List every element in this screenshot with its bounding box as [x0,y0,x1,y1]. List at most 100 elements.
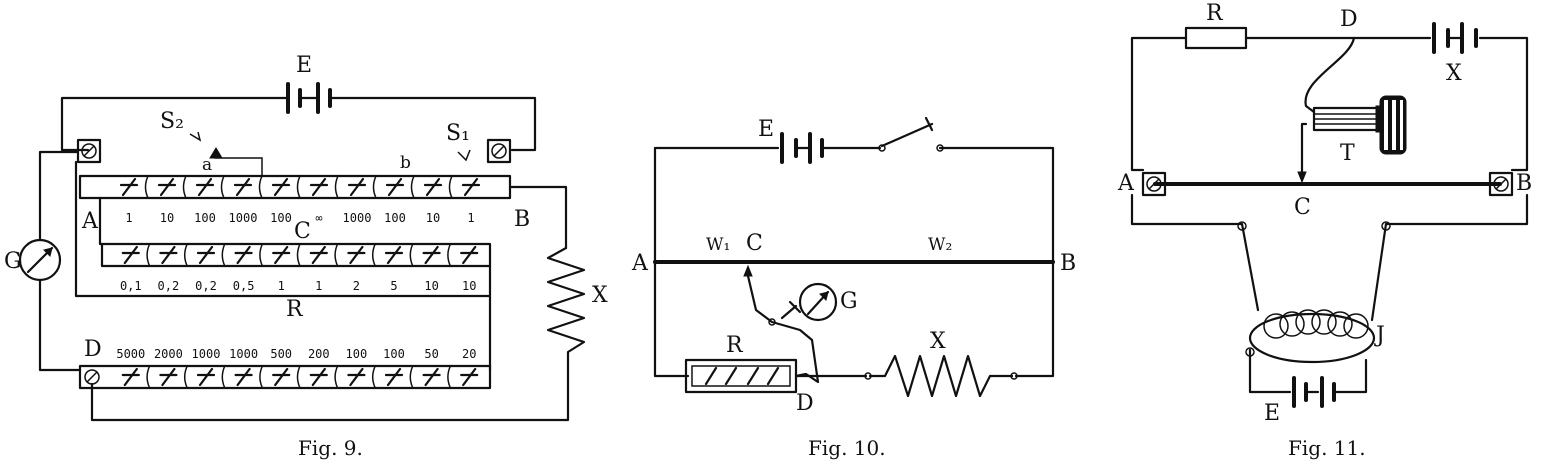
fig9-label-S2: S₂ [160,109,184,134]
fig9-slider-arrow [209,147,223,159]
fig11-contact-wire [1300,36,1356,178]
fig9-row2-label-8: 10 [424,279,438,293]
fig9-row3-plug-4 [272,367,291,387]
fig9-row2-plugs [121,243,479,267]
fig9-row2-label-7: 5 [390,279,397,293]
fig9-bar-bottom [78,364,492,390]
fig9-label-b: b [400,153,411,173]
fig9-row2-plug-0 [121,245,140,265]
fig9-row1-plugs [119,175,481,199]
fig11-label-D: D [1340,7,1358,32]
fig9-bar-top [78,174,512,200]
fig10-key-contact [768,318,776,326]
fig11-telephone-T [1312,95,1407,155]
fig9-row1-sep-3 [258,175,263,199]
fig9-row1-plug-4 [271,177,291,197]
fig9-slider-S2 [189,131,263,176]
fig9-row2-label-9: 10 [462,279,476,293]
fig9-row2-sep-2 [221,243,226,267]
fig9-bar-middle [100,242,492,268]
fig9-row3-label-7: 100 [383,347,405,361]
fig9-row1-label-2: 100 [194,211,216,225]
fig9-row2-sep-7 [409,243,414,267]
fig9-row3-label-1: 2000 [154,347,183,361]
fig9-row3-plug-1 [159,367,178,387]
fig9-row2-plug-7 [384,245,404,265]
fig10-top-wire [653,146,1055,264]
fig9-row1-plug-0 [119,177,139,197]
fig10-label-D: D [796,391,814,416]
fig9-row2-plug-6 [347,245,366,265]
fig9-row2-sep-5 [334,243,339,267]
fig11-terminal-2 [1381,221,1391,231]
fig11-label-R: R [1206,1,1224,26]
fig9-row1-label-6: 1000 [343,211,372,225]
fig9-row1-label-1: 10 [160,211,174,225]
fig10-resistor-X [868,354,1014,398]
fig9-return-wire [90,185,570,422]
fig9-label-E: E [296,53,312,78]
fig9-row1-sep-8 [448,175,453,199]
fig9-link-wire [74,160,492,372]
fig11-terminal-3 [1245,347,1255,357]
fig11-label-C: C [1294,195,1311,220]
fig9-row3-sep-6 [371,365,376,389]
fig9-row3-plug-8 [422,367,441,387]
fig10-label-C: C [746,231,763,256]
fig9-row1-sep-2 [220,175,225,199]
fig10-label-G: G [840,289,858,314]
fig9-row2-label-1: 0,2 [158,279,180,293]
fig9-terminal-right [486,138,512,164]
fig9-row3-plug-9 [460,367,479,387]
fig11-terminal-B [1488,171,1514,197]
fig9-row3-plugs [121,365,479,389]
fig9-label-a: a [202,155,212,175]
fig9-terminal-left [76,138,102,164]
fig10-label-B: B [1060,251,1076,276]
fig9-row1-sep-4 [296,175,301,199]
fig9-caption: Fig. 9. [298,436,363,460]
fig11-battery-E [1292,376,1336,408]
fig10-label-E: E [758,117,774,142]
fig9-row3-plug-2 [196,367,216,387]
fig11-terminal-1 [1237,221,1247,231]
fig9-row2-label-3: 0,5 [233,279,255,293]
fig9-row2-sep-8 [447,243,452,267]
fig10-label-R: R [726,333,744,358]
fig11-contact-arrow [1297,171,1307,184]
fig9-row1-plug-8 [423,177,443,197]
fig9-row3-sep-8 [447,365,452,389]
fig9-row1-sep-6 [372,175,377,199]
fig11-battery-X [1432,22,1478,54]
fig10-key2 [780,300,802,320]
fig9-terminal-D [84,369,100,385]
fig10-resistance-box [684,358,798,394]
fig9-row1-plug-3 [233,177,253,197]
fig9-row3-plug-6 [347,367,366,387]
fig9-row1-sep-7 [410,175,415,199]
fig9-label-R: R [286,297,304,322]
fig9-row1-sep-0 [144,175,149,199]
fig9-galvanometer [18,238,62,282]
fig9-row2-label-0: 0,1 [120,279,142,293]
fig9-row2-label-4: 1 [278,279,285,293]
fig11-terminal-A [1141,171,1167,197]
fig9-label-B: B [514,207,530,232]
fig9-row2-label-5: 1 [315,279,322,293]
fig9-row3-sep-3 [259,365,264,389]
fig9-row1-label-9: 1 [467,211,474,225]
fig10-caption: Fig. 10. [808,436,886,460]
fig9-row1-label-3: 1000 [229,211,258,225]
fig9-row3-sep-4 [296,365,301,389]
fig9-row1-plug-1 [157,177,177,197]
fig10-galvanometer [798,282,838,322]
fig9-row1-label-7: 100 [384,211,406,225]
fig11-resistor-R [1184,26,1248,50]
fig10-right-wire [794,260,1055,378]
fig9-label-G: G [4,249,22,274]
fig9-row2-sep-3 [259,243,264,267]
fig10-contact-arrow [743,264,753,277]
